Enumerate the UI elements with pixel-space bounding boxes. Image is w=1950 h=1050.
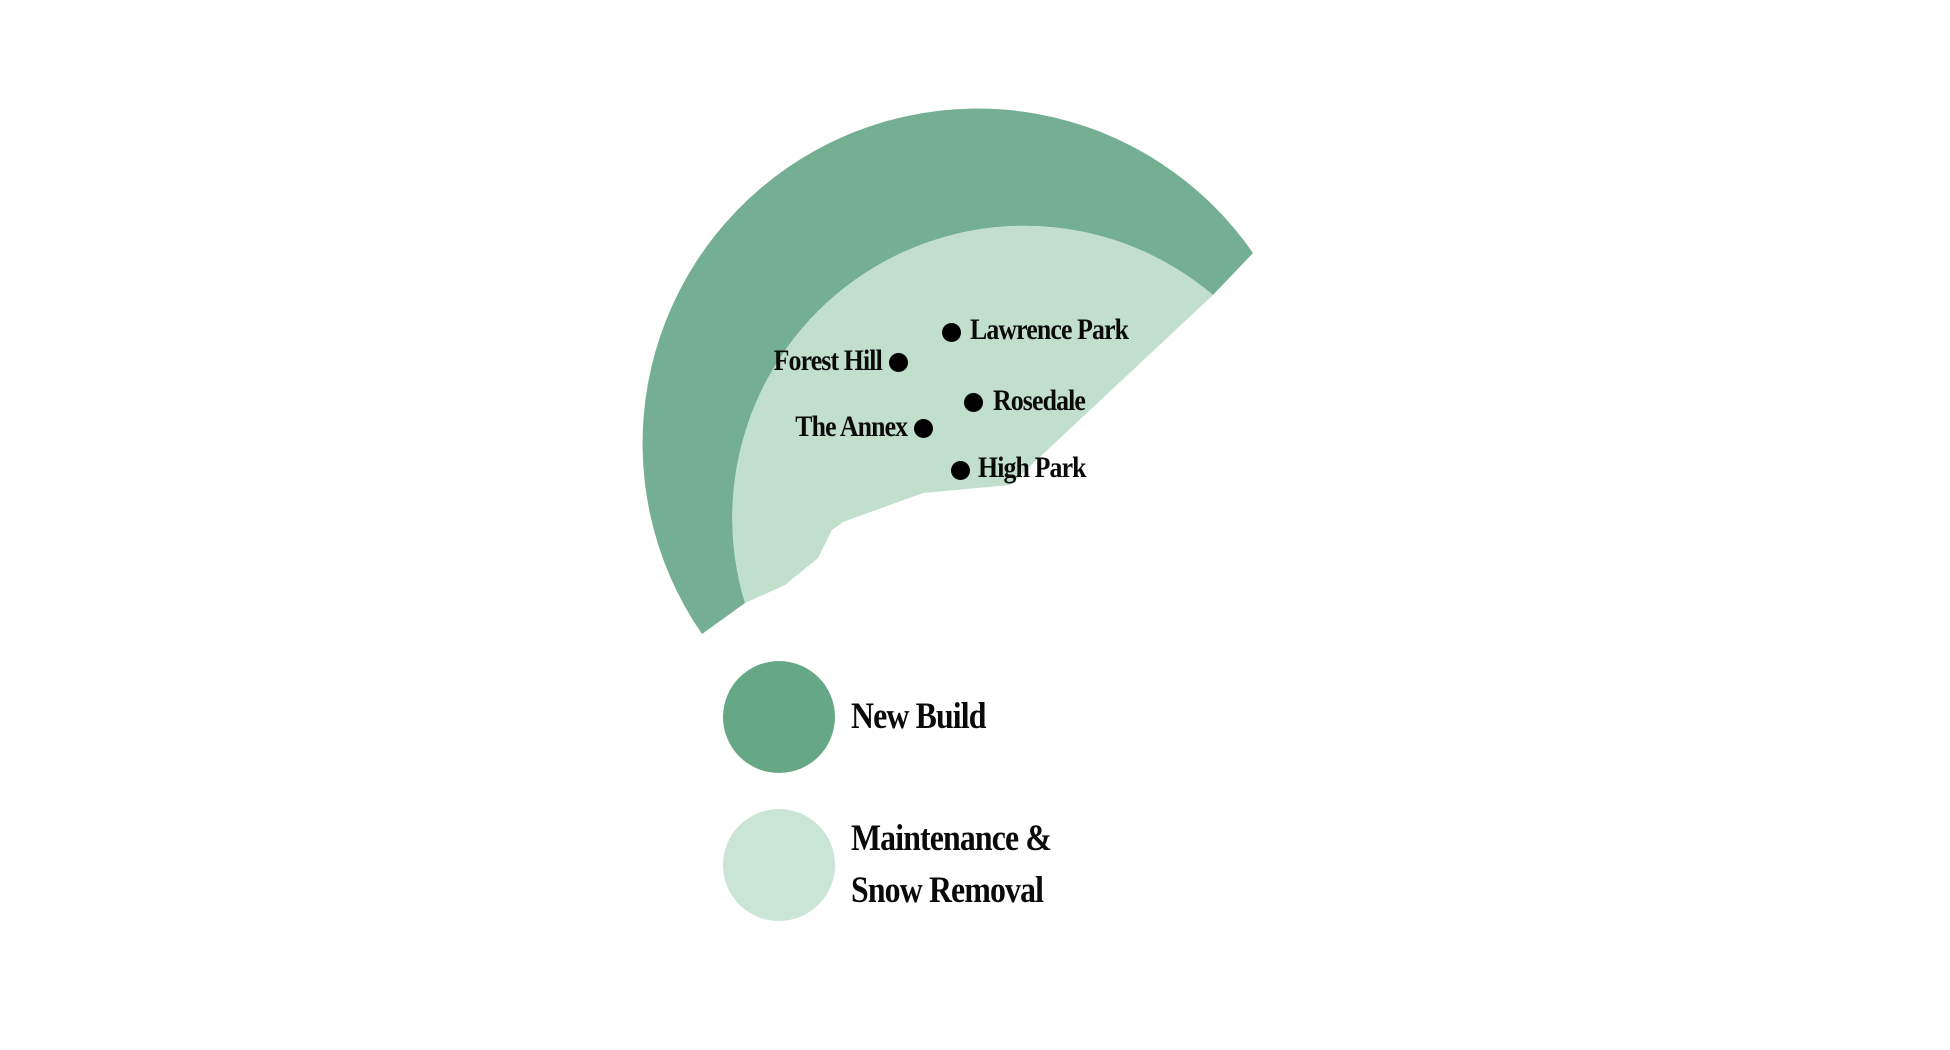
the-annex-label: The Annex [795, 410, 908, 443]
legend-label-new-build: New Build [851, 696, 986, 737]
legend-label-maintenance: Maintenance & Snow Removal [851, 813, 1052, 917]
lawrence-park-marker [942, 323, 961, 342]
high-park-label: High Park [978, 451, 1087, 484]
legend-label-maintenance-line1: Maintenance & [851, 818, 1052, 859]
legend-label-maintenance-line2: Snow Removal [851, 870, 1044, 911]
rosedale-label: Rosedale [993, 384, 1086, 417]
lawrence-park-label: Lawrence Park [970, 313, 1129, 346]
forest-hill-label: Forest Hill [773, 344, 883, 377]
maintenance-swatch-icon [723, 809, 835, 921]
new-build-swatch-icon [723, 661, 835, 773]
legend-item-new-build: New Build [723, 661, 1008, 773]
maintenance-area [732, 225, 1213, 603]
new-build-area [642, 108, 1253, 635]
legend-item-maintenance: Maintenance & Snow Removal [723, 809, 1084, 921]
rosedale-marker [964, 393, 983, 412]
high-park-marker [951, 461, 970, 480]
forest-hill-marker [889, 353, 908, 372]
the-annex-marker [914, 419, 933, 438]
